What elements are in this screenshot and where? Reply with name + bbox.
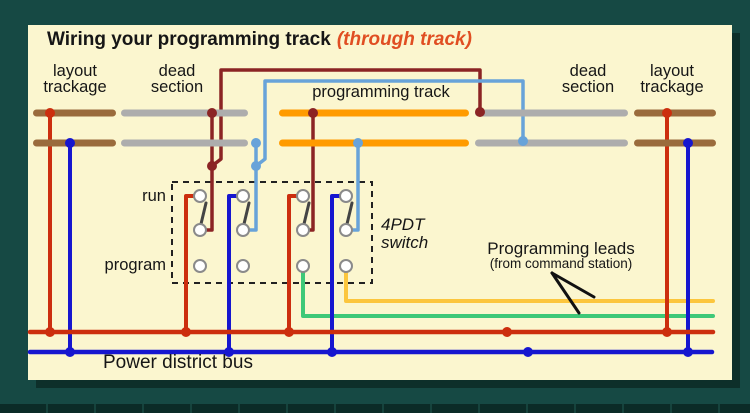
label-4pdt-switch: 4PDT switch <box>381 215 429 252</box>
rail-programming-top <box>279 109 469 117</box>
lightblue-through-wire <box>254 79 525 168</box>
label-programming-track: programming track <box>312 83 450 101</box>
maroon-dead-section-wire <box>204 111 214 232</box>
programming-lead-wires <box>301 270 715 318</box>
pointer-arrow <box>550 271 596 315</box>
switch-levers <box>199 201 354 226</box>
label-dead-section-left: dead section <box>150 62 204 96</box>
rail-dead-right-top <box>475 109 628 117</box>
rail-dead-left-bottom <box>121 139 248 147</box>
slide-title-main: Wiring your programming track <box>47 29 331 50</box>
video-timeline-filmstrip[interactable] <box>0 404 750 413</box>
blue-pole2-wire <box>227 194 239 354</box>
red-pole1-wire <box>184 194 196 334</box>
label-run-position: run <box>142 187 166 205</box>
track-rails <box>33 109 716 147</box>
label-programming-leads: Programming leads (from command station) <box>487 239 635 271</box>
rail-feed-wires <box>204 68 525 232</box>
lightblue-dead-section-wire <box>247 141 258 232</box>
rail-dead-right-bottom <box>475 139 628 147</box>
maroon-through-wire <box>210 68 482 168</box>
label-dead-section-right: dead section <box>561 62 615 96</box>
slide-title: Wiring your programming track(through tr… <box>47 29 472 50</box>
4pdt-switch-box <box>171 181 373 284</box>
label-program-position: program <box>104 256 166 274</box>
lightblue-programming-track-wire <box>350 141 360 232</box>
red-pole3-wire <box>287 194 299 334</box>
maroon-programming-track-wire <box>307 111 315 232</box>
rail-dead-left-top <box>121 109 248 117</box>
bus-drop-wires <box>48 111 690 354</box>
slide-title-accent: (through track) <box>336 29 472 50</box>
label-layout-trackage-right: layout trackage <box>640 62 704 96</box>
label-power-district-bus: Power district bus <box>103 352 253 373</box>
rail-layout-right-bottom <box>634 139 716 147</box>
programming-lead-yellow-wire <box>344 270 715 303</box>
power-bus-wires <box>27 329 716 355</box>
junction-dots <box>45 107 693 357</box>
label-layout-trackage-left: layout trackage <box>43 62 107 96</box>
blue-pole4-wire <box>330 194 342 354</box>
rail-programming-bottom <box>279 139 469 147</box>
switch-terminals <box>193 189 353 273</box>
diagram-panel <box>28 25 732 380</box>
programming-lead-green-wire <box>301 270 715 318</box>
rail-layout-right-top <box>634 109 716 117</box>
